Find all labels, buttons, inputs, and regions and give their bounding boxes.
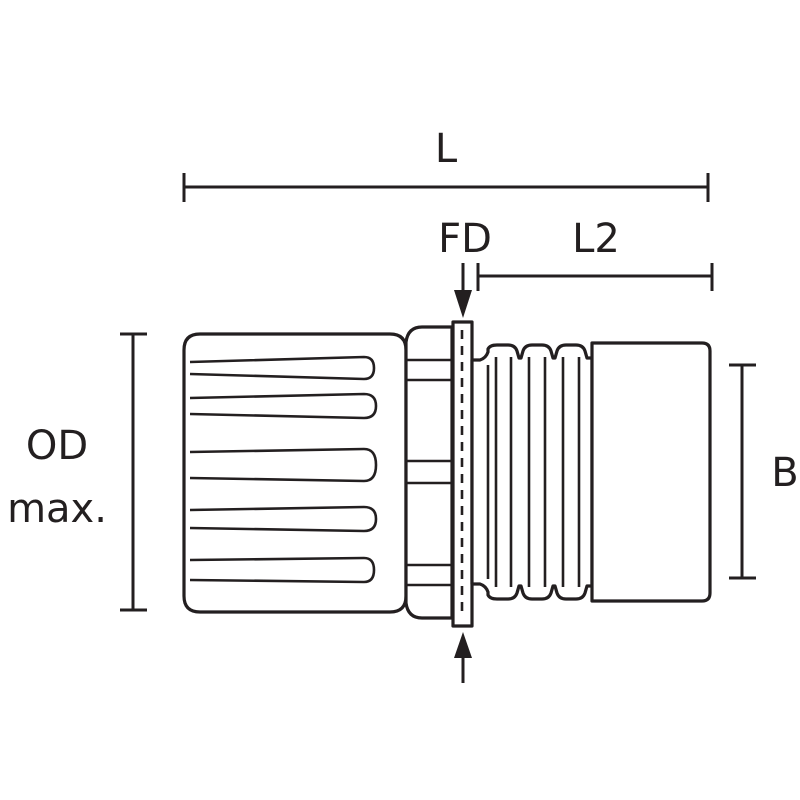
fd-arrow-top-head	[454, 290, 472, 318]
knurl-ridge-2	[189, 392, 378, 420]
hex-nut	[404, 325, 454, 620]
knurl-ridge-1	[189, 355, 376, 381]
dimension-od: OD max.	[7, 332, 147, 612]
knurl-ridge-3	[189, 447, 378, 483]
label-b: B	[771, 450, 798, 496]
dimension-l2: L2	[476, 216, 714, 291]
dimension-fd: FD	[438, 216, 492, 683]
label-od-max: max.	[7, 486, 107, 532]
cap-nut-body	[182, 332, 408, 614]
flange	[451, 320, 474, 628]
label-l: L	[435, 126, 458, 172]
corrugated-body	[470, 343, 594, 601]
cap-nut	[182, 332, 408, 614]
hex-nut-body	[404, 325, 454, 620]
end-sleeve	[590, 341, 712, 603]
dimension-l: L	[182, 126, 710, 202]
end-sleeve-body	[590, 341, 712, 603]
knurl-ridge-4	[189, 505, 378, 533]
label-od: OD	[26, 423, 88, 469]
knurl-ridge-5	[189, 556, 376, 584]
corrugated-body-outline	[470, 343, 594, 601]
label-fd: FD	[438, 216, 492, 262]
label-l2: L2	[572, 216, 620, 262]
dimension-b: B	[729, 363, 799, 580]
fd-arrow-bottom-head	[454, 632, 472, 658]
